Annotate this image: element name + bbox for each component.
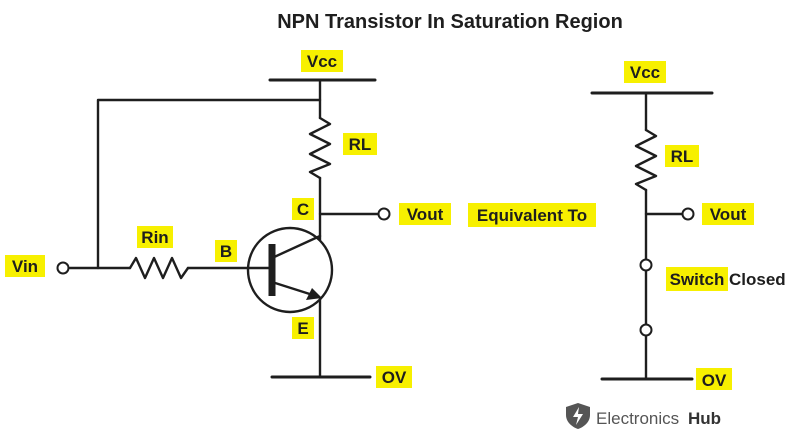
ground-label-left: OV	[382, 368, 407, 387]
rl-resistor-right	[634, 128, 658, 192]
vout-label-left: Vout	[407, 205, 444, 224]
shield-bolt-icon	[566, 403, 590, 429]
vout-terminal-right	[681, 207, 695, 221]
switch-highlight	[666, 267, 728, 291]
left-circuit: Vcc RL C Vout Rin B Vin E OV	[5, 50, 451, 388]
vcc-highlight-right	[624, 61, 666, 83]
ground-highlight-left	[376, 366, 412, 388]
vcc-label-left: Vcc	[307, 52, 337, 71]
emitter-highlight	[292, 317, 314, 339]
vin-terminal	[56, 261, 70, 275]
transistor-body	[246, 226, 334, 314]
rl-highlight-right	[665, 145, 699, 167]
vin-highlight	[5, 255, 45, 277]
rin-highlight	[137, 226, 173, 248]
diagram-title: NPN Transistor In Saturation Region	[277, 11, 623, 33]
vout-highlight-right	[702, 203, 754, 225]
collector-label: C	[297, 200, 309, 219]
rl-label-left: RL	[349, 135, 372, 154]
emitter-arrow	[306, 288, 322, 300]
rin-label: Rin	[141, 228, 168, 247]
switch-contact-bottom	[639, 323, 653, 337]
vin-label: Vin	[12, 257, 38, 276]
base-highlight	[215, 240, 237, 262]
emitter-label: E	[297, 319, 308, 338]
vout-label-right: Vout	[710, 205, 747, 224]
equivalent-highlight	[468, 203, 596, 227]
brand-name-b: Hub	[688, 409, 721, 428]
vout-terminal-left	[377, 207, 391, 221]
collector-highlight	[292, 198, 314, 220]
brand-name-a: Electronics	[596, 409, 679, 428]
switch-label: Switch	[670, 270, 725, 289]
right-circuit: Vcc RL Vout Switch Closed OV	[590, 61, 786, 390]
rl-resistor-left	[308, 116, 332, 180]
wire-feedback-loop	[96, 98, 322, 270]
ground-highlight-right	[696, 368, 732, 390]
transistor-emitter-leg	[270, 280, 318, 298]
brand-logo: Electronics Hub	[566, 403, 721, 429]
rl-highlight-left	[343, 133, 377, 155]
closed-label: Closed	[729, 270, 786, 289]
rin-resistor	[128, 256, 190, 280]
equivalent-label: Equivalent To	[477, 206, 587, 225]
ground-label-right: OV	[702, 371, 727, 390]
base-label: B	[220, 242, 232, 261]
rl-label-right: RL	[671, 147, 694, 166]
vout-highlight-left	[399, 203, 451, 225]
vcc-label-right: Vcc	[630, 63, 660, 82]
transistor-collector-leg	[270, 234, 322, 260]
switch-contact-top	[639, 258, 653, 272]
vcc-highlight-left	[301, 50, 343, 72]
